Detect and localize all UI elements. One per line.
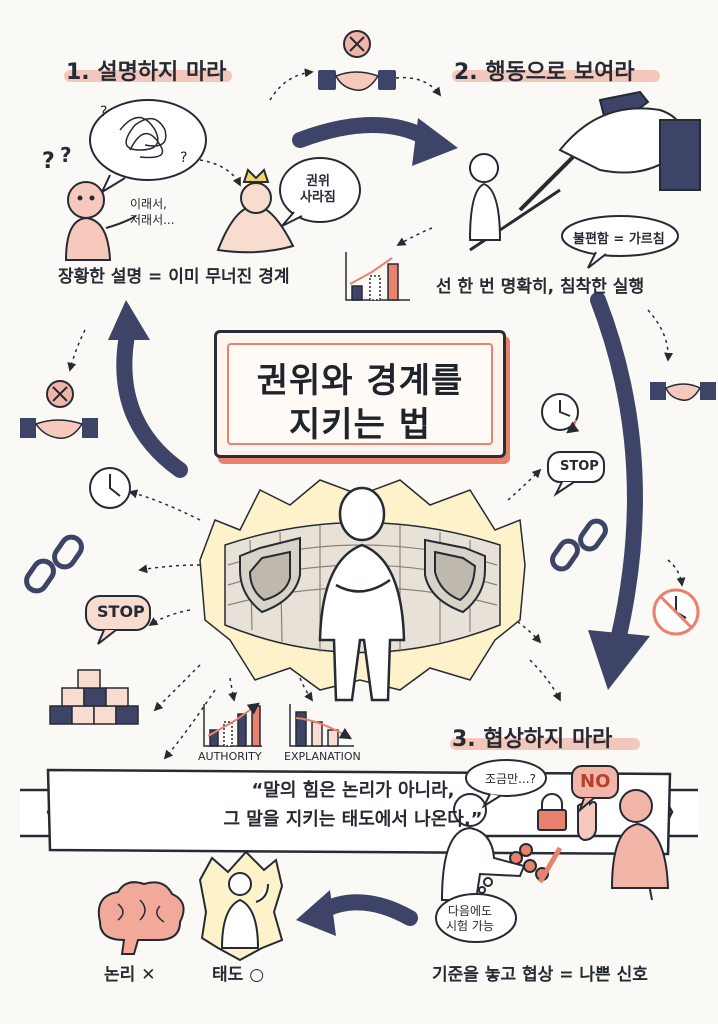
- question-marks: ?: [100, 104, 107, 120]
- section-1-heading: 1. 설명하지 마라: [66, 60, 227, 85]
- cycle-arrow-bottom-head: [296, 890, 336, 936]
- tangled-thought-bubble: [89, 99, 207, 195]
- negotiator-right: [610, 789, 670, 889]
- rising-bar-chart: [345, 252, 410, 301]
- dotted-arrow: [153, 664, 201, 712]
- shield-right: [424, 538, 486, 614]
- dotted-arrow: [138, 564, 201, 574]
- stop-text-right: STOP: [560, 459, 599, 474]
- cycle-arrow-top-head: [412, 118, 458, 166]
- cycle-arrow-right: [590, 292, 643, 648]
- confused-person: [64, 181, 137, 261]
- section-3-heading: 3. 협상하지 마라: [452, 727, 613, 752]
- discomfort-bubble: [561, 215, 679, 269]
- little-bit-text: 조금만...?: [485, 772, 536, 786]
- hand-drawing-line: [469, 90, 701, 252]
- dotted-arrow: [148, 609, 191, 626]
- no-time-icon: [652, 588, 700, 636]
- dotted-arrow: [228, 677, 238, 702]
- strong-figure: [198, 850, 284, 962]
- handshake-right: [650, 382, 716, 401]
- no-bubble: [571, 765, 619, 814]
- timer-clock-icon: [541, 393, 580, 434]
- center-title-card: 권위와 경계를 지키는 법: [214, 330, 506, 458]
- broken-chain-icon: [24, 534, 84, 594]
- cycle-arrow-right-head: [588, 630, 650, 690]
- dotted-arrow: [529, 659, 561, 702]
- dotted-arrow: [299, 677, 314, 702]
- dotted-arrow: [128, 489, 201, 521]
- attitude-label: 태도 ○: [212, 965, 265, 985]
- dotted-arrow: [396, 227, 433, 246]
- section-2-heading: 2. 행동으로 보여라: [454, 60, 635, 85]
- brain-icon: [97, 881, 185, 955]
- dotted-arrow: [507, 468, 542, 501]
- rejected-handshake-left: [20, 380, 98, 439]
- authority-chart: [203, 702, 262, 747]
- section-1-caption: 장황한 설명 = 이미 무너진 경계: [58, 267, 290, 287]
- explanation-label: EXPLANATION: [284, 750, 361, 763]
- discomfort-text: 불편함 = 가르침: [573, 232, 665, 247]
- question-marks: ?: [60, 143, 72, 167]
- stop-bubble-left: [85, 595, 151, 645]
- dotted-arrow: [163, 689, 216, 760]
- rejected-handshake-top: [318, 30, 396, 91]
- quote-line-1: “말의 힘은 논리가 아니라,: [251, 780, 455, 801]
- section-3-caption: 기준을 놓고 협상 = 나쁜 신호: [432, 965, 648, 985]
- stop-text-left: STOP: [97, 602, 145, 621]
- section-2-caption: 선 한 번 명확히, 침착한 실행: [436, 277, 645, 297]
- test-again-text: 다음에도 시험 가능: [446, 904, 494, 933]
- little-bit-bubble: [465, 759, 547, 809]
- excuse-speech: 이래서, 저래서...: [130, 197, 175, 227]
- clock-icon: [89, 467, 131, 509]
- center-title-line-2: 지키는 법: [289, 405, 431, 445]
- padlock-icon: [537, 793, 567, 831]
- dotted-arrow: [647, 309, 674, 362]
- question-marks: ?: [42, 149, 55, 174]
- shield-left: [239, 536, 301, 614]
- negotiator-left: [440, 793, 526, 901]
- dotted-arrow: [67, 329, 86, 372]
- question-marks: ?: [180, 150, 187, 166]
- cycle-arrow-left-head: [108, 300, 150, 340]
- melting-king: [216, 168, 295, 254]
- cycle-arrow-left: [116, 322, 188, 478]
- explanation-chart: [289, 704, 354, 747]
- logic-label: 논리 ✕: [104, 965, 156, 985]
- cycle-arrow-top: [292, 117, 438, 148]
- authority-gone-text: 권위 사라짐: [300, 174, 336, 205]
- worried-person: [468, 153, 502, 241]
- broken-chain-icon-right: [550, 518, 608, 572]
- authority-gone-bubble: [279, 157, 361, 227]
- authority-label: AUTHORITY: [198, 750, 262, 763]
- dotted-arrow: [667, 559, 686, 587]
- test-again-thought: [435, 877, 517, 943]
- no-text: NO: [580, 771, 611, 792]
- dotted-arrow: [395, 76, 442, 97]
- dotted-arrow: [199, 159, 241, 187]
- cycle-arrow-bottom: [312, 894, 418, 926]
- dotted-arrow: [269, 68, 314, 101]
- quote-text: “말의 힘은 논리가 아니라, 그 말을 지키는 태도에서 나온다.”: [60, 776, 646, 848]
- stop-bubble-right: [547, 451, 605, 497]
- quote-line-2: 그 말을 지키는 태도에서 나온다.”: [223, 809, 483, 830]
- stacked-blocks: [49, 669, 139, 725]
- center-title-line-1: 권위와 경계를: [256, 361, 464, 401]
- confident-person: [318, 486, 406, 702]
